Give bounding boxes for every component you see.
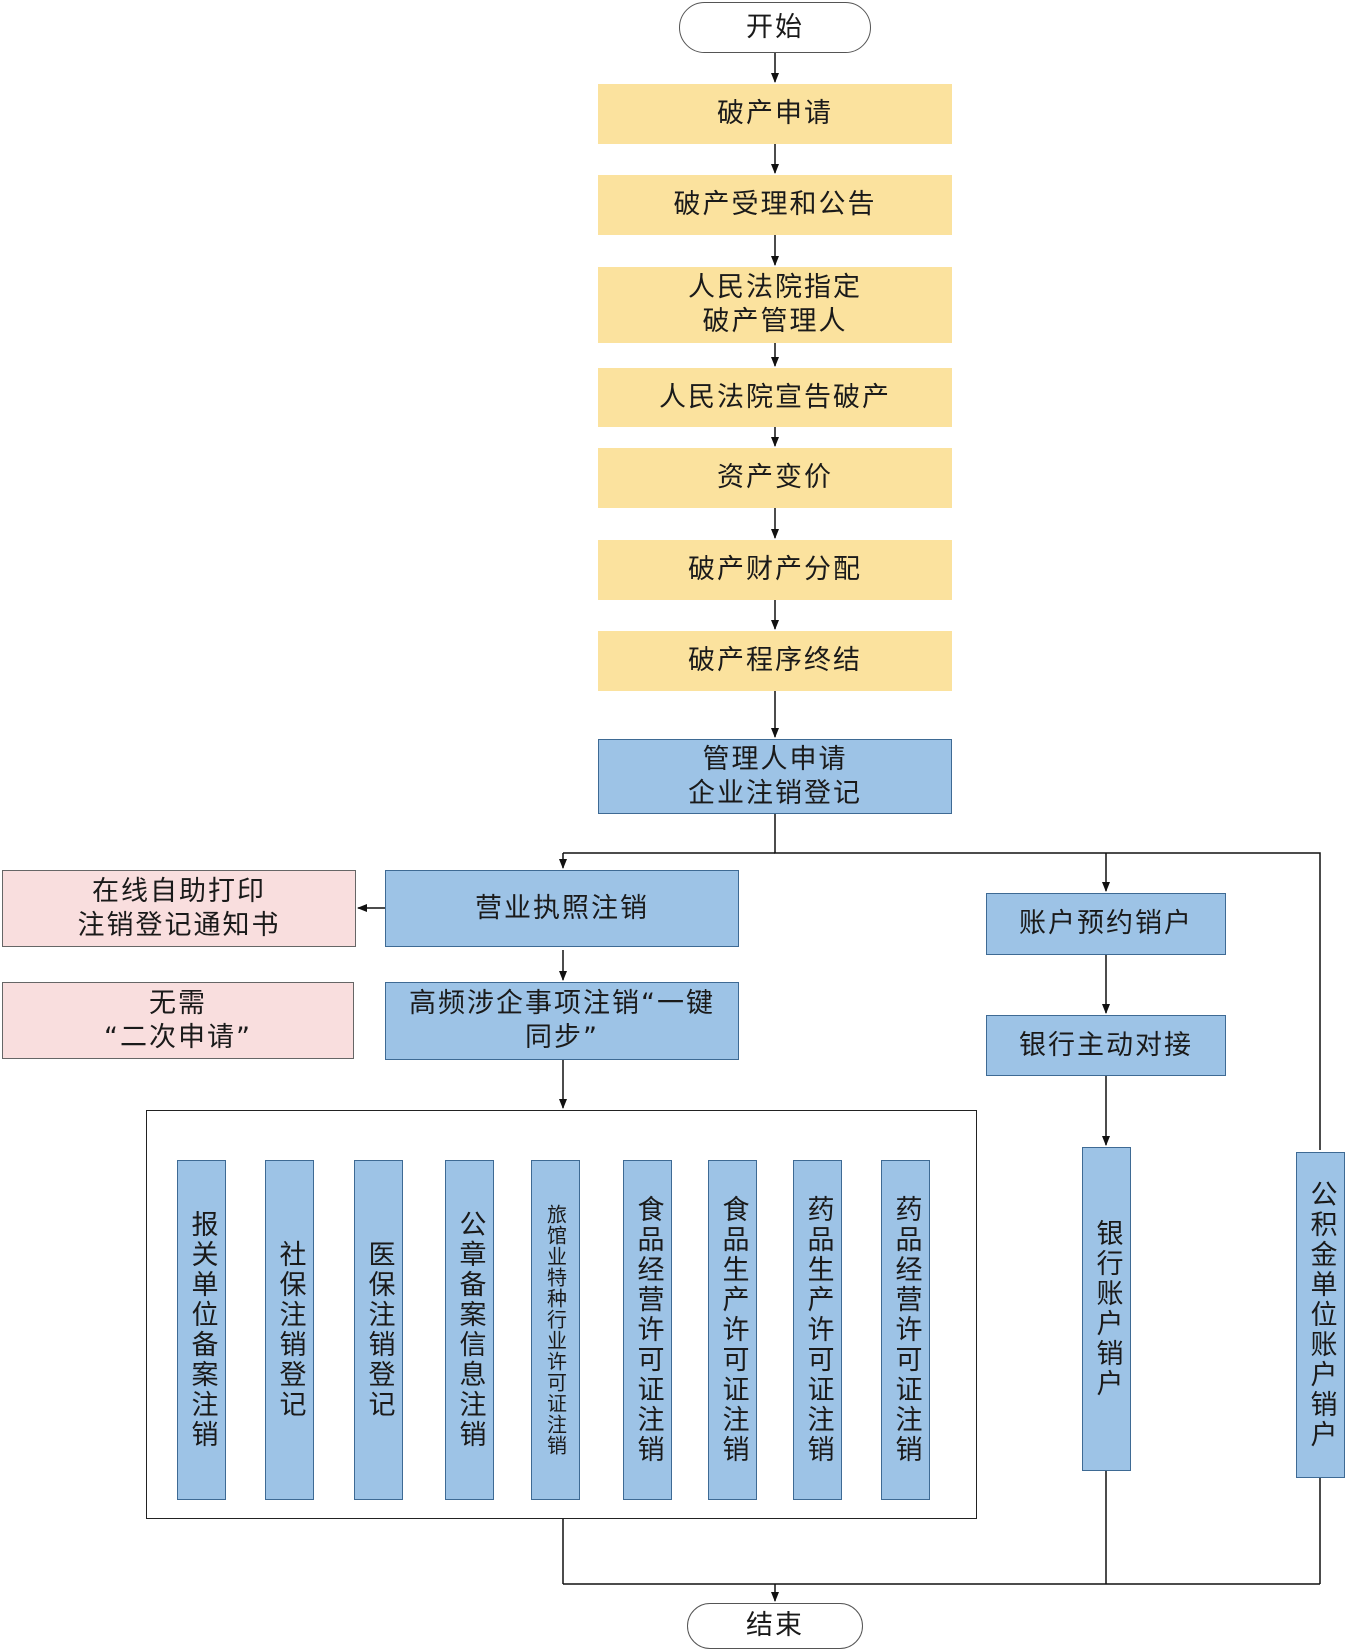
sync-item-label: 药品生产许可证注销 xyxy=(802,1195,834,1465)
start-label: 开始 xyxy=(746,11,804,43)
step-label: 破产申请 xyxy=(717,98,833,129)
sync-item-social-security: 社保注销登记 xyxy=(265,1160,314,1500)
sync-item-food-production-license: 食品生产许可证注销 xyxy=(708,1160,757,1500)
step-bankruptcy-application: 破产申请 xyxy=(598,84,952,144)
fund-account-close-box: 公积金单位账户销户 xyxy=(1296,1152,1345,1478)
step-label: 资产变价 xyxy=(717,462,833,493)
no-second-apply-box: 无需 “二次申请” xyxy=(2,982,354,1059)
end-terminal: 结束 xyxy=(687,1603,863,1649)
step-appoint-administrator: 人民法院指定 破产管理人 xyxy=(598,267,952,343)
sync-item-food-business-license: 食品经营许可证注销 xyxy=(623,1160,672,1500)
step-label: 人民法院宣告破产 xyxy=(659,381,891,413)
sync-items-frame xyxy=(146,1110,977,1519)
sync-item-drug-business-license: 药品经营许可证注销 xyxy=(881,1160,930,1500)
step-property-distribution: 破产财产分配 xyxy=(598,540,952,600)
sync-item-customs: 报关单位备案注销 xyxy=(177,1160,226,1500)
bank-account-close-label: 银行账户销户 xyxy=(1091,1219,1123,1399)
step-label: 破产财产分配 xyxy=(688,554,862,585)
start-terminal: 开始 xyxy=(679,2,871,53)
license-cancel-box: 营业执照注销 xyxy=(385,870,739,947)
step-declare-bankruptcy: 人民法院宣告破产 xyxy=(598,368,952,427)
end-label: 结束 xyxy=(746,1610,804,1641)
step-acceptance-announcement: 破产受理和公告 xyxy=(598,175,952,235)
license-cancel-label: 营业执照注销 xyxy=(475,892,649,924)
step-procedure-termination: 破产程序终结 xyxy=(598,631,952,691)
sync-item-label: 社保注销登记 xyxy=(274,1240,306,1420)
high-freq-sync-label: 高频涉企事项注销“一键 同步” xyxy=(409,988,715,1053)
online-print-box: 在线自助打印 注销登记通知书 xyxy=(2,870,356,947)
sync-item-hotel-license: 旅馆业特种行业许可证注销 xyxy=(531,1160,580,1500)
sync-item-label: 食品生产许可证注销 xyxy=(717,1195,749,1465)
account-reserve-box: 账户预约销户 xyxy=(986,893,1226,955)
online-print-label: 在线自助打印 注销登记通知书 xyxy=(77,875,281,941)
sync-item-label: 旅馆业特种行业许可证注销 xyxy=(543,1204,568,1456)
bank-connect-box: 银行主动对接 xyxy=(986,1015,1226,1076)
sync-item-label: 公章备案信息注销 xyxy=(454,1210,486,1450)
fund-account-close-label: 公积金单位账户销户 xyxy=(1305,1180,1337,1450)
bank-account-close-box: 银行账户销户 xyxy=(1082,1147,1131,1471)
step-label: 破产受理和公告 xyxy=(673,189,877,220)
apply-deregistration-box: 管理人申请 企业注销登记 xyxy=(598,739,952,814)
step-asset-liquidation: 资产变价 xyxy=(598,448,952,508)
sync-item-label: 报关单位备案注销 xyxy=(186,1210,218,1450)
bank-connect-label: 银行主动对接 xyxy=(1019,1029,1193,1061)
sync-item-label: 药品经营许可证注销 xyxy=(890,1195,922,1465)
high-freq-sync-box: 高频涉企事项注销“一键 同步” xyxy=(385,982,739,1060)
no-second-apply-label: 无需 “二次申请” xyxy=(104,987,252,1053)
sync-item-medical-insurance: 医保注销登记 xyxy=(354,1160,403,1500)
sync-item-label: 食品经营许可证注销 xyxy=(632,1195,664,1465)
sync-item-label: 医保注销登记 xyxy=(363,1240,395,1420)
apply-deregistration-label: 管理人申请 企业注销登记 xyxy=(688,743,862,809)
step-label: 破产程序终结 xyxy=(688,645,862,676)
sync-item-seal-record: 公章备案信息注销 xyxy=(445,1160,494,1500)
account-reserve-label: 账户预约销户 xyxy=(1019,908,1193,939)
sync-item-drug-production-license: 药品生产许可证注销 xyxy=(793,1160,842,1500)
step-label: 人民法院指定 破产管理人 xyxy=(688,272,862,337)
